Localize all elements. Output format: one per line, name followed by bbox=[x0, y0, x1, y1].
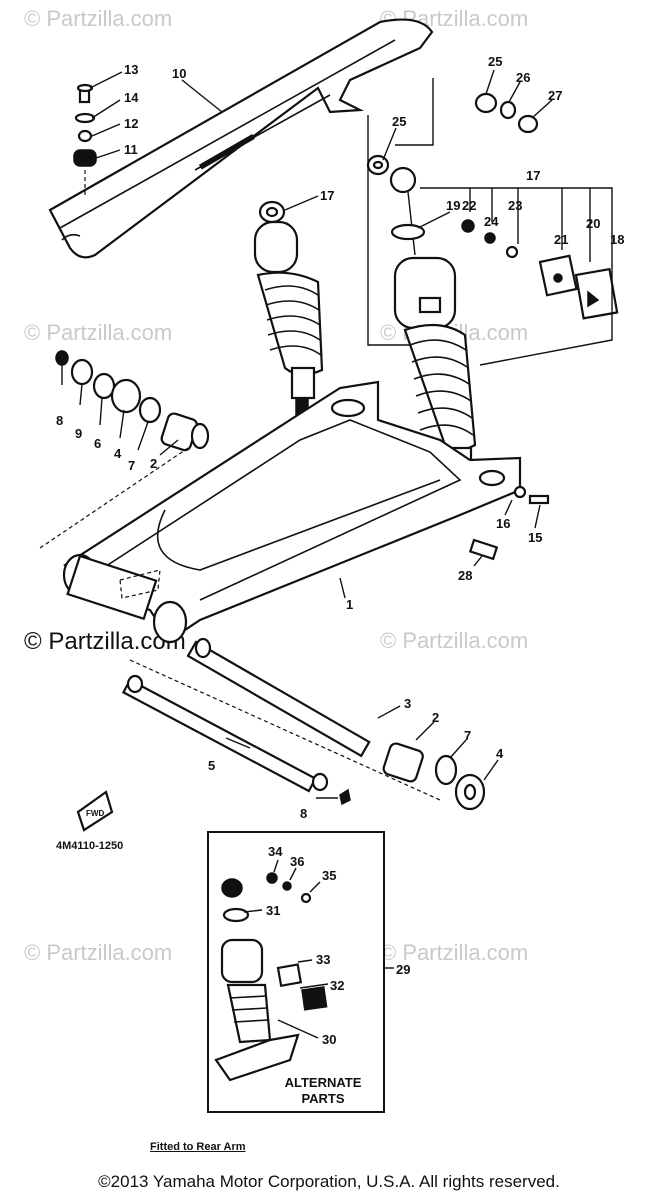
callout: 32 bbox=[330, 978, 344, 993]
front-arrow-icon: FWD bbox=[76, 790, 114, 832]
watermark: © Partzilla.com bbox=[24, 320, 173, 345]
callout: 8 bbox=[56, 413, 63, 428]
watermark: © Partzilla.com bbox=[380, 628, 529, 653]
bush-stack-part bbox=[55, 350, 210, 452]
callout: 2 bbox=[432, 710, 439, 725]
callout: 3 bbox=[404, 696, 411, 711]
callout: 10 bbox=[172, 66, 186, 81]
chain-case-part bbox=[48, 18, 434, 259]
callout: 11 bbox=[124, 142, 138, 157]
callout: 1 bbox=[346, 597, 353, 612]
callout: 7 bbox=[464, 728, 471, 743]
callout: 24 bbox=[484, 214, 499, 229]
callout-labels: 1 2 2 3 4 4 5 6 7 7 8 8 9 10 11 12 13 14… bbox=[56, 54, 624, 1047]
callout: 19 bbox=[446, 198, 460, 213]
callout: 29 bbox=[396, 962, 410, 977]
callout: 15 bbox=[528, 530, 542, 545]
callout: 35 bbox=[322, 868, 336, 883]
callout: 14 bbox=[124, 90, 139, 105]
shock-small-parts bbox=[366, 92, 619, 320]
callout: 25 bbox=[392, 114, 406, 129]
callout: 12 bbox=[124, 116, 138, 131]
alternate-parts-box bbox=[207, 831, 394, 1113]
diagram-code: 4M4110-1250 bbox=[56, 840, 124, 852]
callout: 23 bbox=[508, 198, 522, 213]
callout: 33 bbox=[316, 952, 330, 967]
callout: 13 bbox=[124, 62, 138, 77]
callout: 31 bbox=[266, 903, 280, 918]
callout: 22 bbox=[462, 198, 476, 213]
alternate-parts-label: ALTERNATE PARTS bbox=[268, 1075, 378, 1107]
callout: 4 bbox=[114, 446, 122, 461]
leader-lines bbox=[61, 69, 553, 1039]
callout: 25 bbox=[488, 54, 502, 69]
svg-text:FWD: FWD bbox=[86, 809, 104, 818]
callout: 6 bbox=[94, 436, 101, 451]
left-shock-absorber-part bbox=[253, 200, 324, 417]
right-shock-absorber-part bbox=[389, 166, 477, 478]
alternate-label-line2: PARTS bbox=[301, 1091, 345, 1106]
swing-arm-part bbox=[62, 380, 522, 644]
watermark: © Partzilla.com bbox=[380, 940, 529, 965]
callout: 5 bbox=[208, 758, 215, 773]
shock-bolt-part bbox=[468, 485, 550, 561]
copyright-notice: ©2013 Yamaha Motor Corporation, U.S.A. A… bbox=[98, 1172, 560, 1191]
callout: 8 bbox=[300, 806, 307, 821]
watermark: © Partzilla.com bbox=[24, 6, 173, 31]
callout: 7 bbox=[128, 458, 135, 473]
callout: 27 bbox=[548, 88, 562, 103]
pivot-shaft-part bbox=[39, 447, 441, 801]
callout: 17 bbox=[320, 188, 334, 203]
callout: 20 bbox=[586, 216, 600, 231]
callout: 18 bbox=[610, 232, 624, 247]
callout: 26 bbox=[516, 70, 530, 85]
callout: 16 bbox=[496, 516, 510, 531]
watermark: © Partzilla.com bbox=[24, 940, 173, 965]
callout: 2 bbox=[150, 456, 157, 471]
pivot-bush-part bbox=[339, 742, 486, 811]
callout: 30 bbox=[322, 1032, 336, 1047]
callout: 9 bbox=[75, 426, 82, 441]
callout: 21 bbox=[554, 232, 568, 247]
callout: 17 bbox=[526, 168, 540, 183]
bolt-stack-part bbox=[73, 83, 97, 195]
callout: 36 bbox=[290, 854, 304, 869]
callout: 34 bbox=[268, 844, 283, 859]
callout: 4 bbox=[496, 746, 504, 761]
fitted-note: Fitted to Rear Arm bbox=[150, 1141, 246, 1153]
alternate-label-line1: ALTERNATE bbox=[284, 1075, 362, 1090]
callout: 28 bbox=[458, 568, 472, 583]
